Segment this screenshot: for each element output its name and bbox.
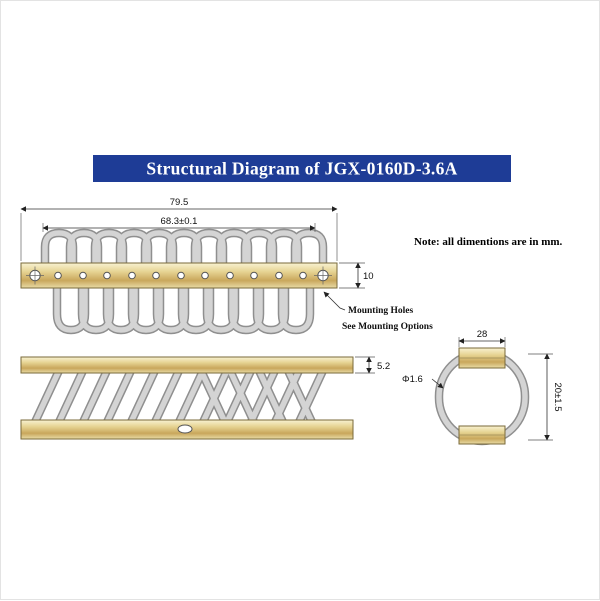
- title-banner: Structural Diagram of JGX-0160D-3.6A: [93, 155, 511, 182]
- dim-inner-width: 68.3±0.1: [42, 216, 316, 232]
- mounting-hole-right: [314, 266, 332, 285]
- title-banner-background: [93, 155, 511, 182]
- dim-overall-width: 79.5: [20, 197, 338, 261]
- dim-ring-height: 20±1.5: [528, 353, 563, 441]
- bar-holes: [54, 271, 307, 280]
- dim-overall-width-text: 79.5: [170, 197, 189, 208]
- mounting-options-label: See Mounting Options: [342, 322, 433, 332]
- dim-bar-thickness: 5.2: [355, 356, 390, 374]
- side-view: 5.2: [20, 356, 390, 440]
- diagram-title: Structural Diagram of JGX-0160D-3.6A: [146, 159, 457, 179]
- mounting-holes-leader: [323, 291, 346, 311]
- dim-clamp-width: 28: [458, 329, 506, 347]
- side-bar-hole: [177, 424, 193, 434]
- end-view: 28 20±1.5 Φ1.6: [402, 329, 563, 446]
- dim-clamp-width-text: 28: [477, 329, 488, 340]
- dim-wire-diameter-text: Φ1.6: [402, 374, 423, 385]
- top-clamp: [458, 347, 506, 369]
- dim-wire-diameter: Φ1.6: [402, 374, 444, 389]
- front-view: 79.5 68.3±0.1 10 Mounting Holes See Moun…: [20, 197, 433, 332]
- bottom-clamp: [458, 425, 506, 445]
- dim-inner-width-text: 68.3±0.1: [161, 216, 198, 227]
- dim-bar-height: 10: [339, 262, 374, 289]
- mounting-holes-label: Mounting Holes: [348, 306, 413, 316]
- wire-diameter-leader: [431, 378, 444, 389]
- dim-bar-thickness-text: 5.2: [377, 361, 390, 372]
- mounting-hole-left: [26, 266, 44, 285]
- side-top-bar: [20, 356, 354, 374]
- note-text: Note: all dimentions are in mm.: [414, 236, 563, 248]
- dim-bar-height-text: 10: [363, 271, 374, 282]
- dim-ring-height-text: 20±1.5: [552, 383, 563, 412]
- mounting-holes-callout: Mounting Holes See Mounting Options: [323, 291, 433, 332]
